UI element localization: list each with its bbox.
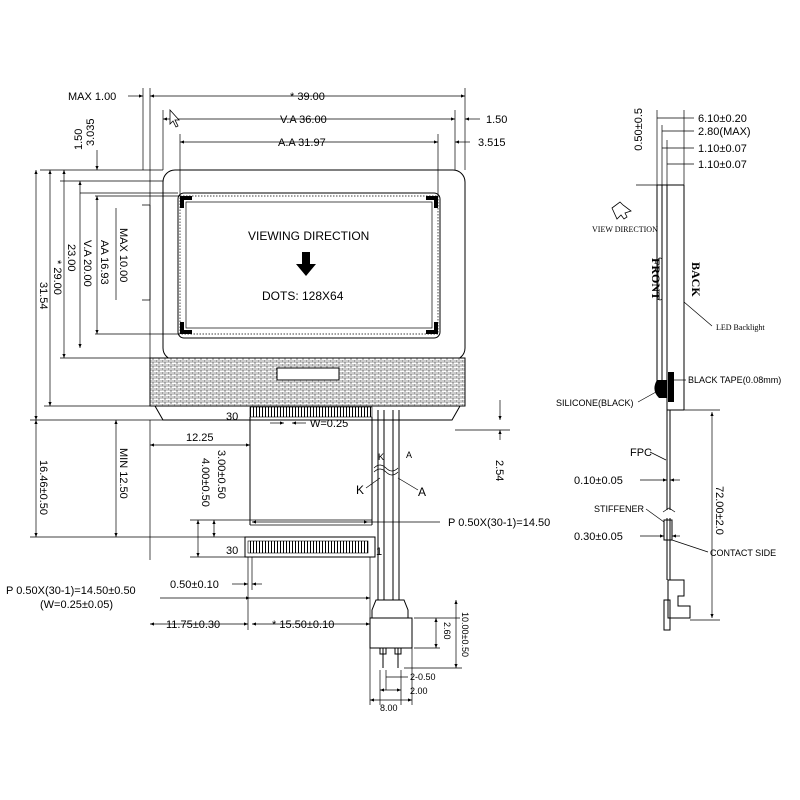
viewing-direction-label: VIEWING DIRECTION xyxy=(248,229,369,243)
label-k: K xyxy=(356,483,364,497)
dim-bracket xyxy=(142,204,151,301)
dim-2-80: 2.80(MAX) xyxy=(698,126,751,138)
dim-2-60: 2.60 xyxy=(442,622,452,640)
leader-k xyxy=(365,477,381,489)
dim-0-30: 0.30±0.05 xyxy=(574,531,623,543)
leader xyxy=(671,539,709,553)
dim-w-note: (W=0.25±0.05) xyxy=(40,599,113,611)
side-connector-pin xyxy=(663,599,671,631)
leader xyxy=(649,451,667,461)
dim-pitch-right: P 0.50X(30-1)=14.50 xyxy=(448,517,550,529)
front-view: VIEWING DIRECTION DOTS: 128X64 MAX 1.00 xyxy=(6,88,550,713)
frame-tab xyxy=(149,357,466,407)
stiffener-side xyxy=(663,519,673,541)
side-view: 6.10±0.20 2.80(MAX) 1.10±0.07 1.10±0.07 … xyxy=(556,108,781,631)
dim-15-50: * 15.50±0.10 xyxy=(272,619,334,631)
viewing-direction-arrow xyxy=(296,252,316,276)
leader xyxy=(645,508,665,523)
led-wire-k xyxy=(377,410,385,600)
fpc-contact-area xyxy=(244,536,376,558)
bottom-frame-band xyxy=(149,357,466,407)
fpc-outline xyxy=(249,417,373,525)
cursor-icon xyxy=(169,108,180,128)
label-black-tape: BLACK TAPE(0.08mm) xyxy=(688,375,781,385)
led-connector xyxy=(371,599,409,619)
dim-pitch-left: P 0.50X(30-1)=14.50±0.50 xyxy=(6,585,136,597)
leader xyxy=(683,301,713,327)
label-k-small: K xyxy=(378,452,384,462)
pin-1-bottom: 1 xyxy=(376,546,382,558)
fpc-side xyxy=(666,410,671,510)
dim-11-75: 11.75±0.30 xyxy=(166,619,220,631)
dim-1-10-a: 1.10±0.07 xyxy=(698,143,747,155)
dim-4-00: 4.00±0.50 xyxy=(199,458,211,507)
fpc-pins-top xyxy=(249,406,373,418)
dim-2-54: 2.54 xyxy=(493,460,505,481)
label-front: FRONT xyxy=(649,258,663,300)
label-back: BACK xyxy=(689,262,703,297)
dim-aa-31-97: A.A 31.97 xyxy=(278,137,326,149)
label-silicone: SILICONE(BLACK) xyxy=(556,398,634,408)
dim-12-25: 12.25 xyxy=(186,432,214,444)
dim-max-10-00: MAX 10.00 xyxy=(117,228,129,282)
dim-w-0-25: W=0.25 xyxy=(310,418,348,430)
dim-10-00: 10.00±0.50 xyxy=(460,612,470,657)
led-wire-a xyxy=(392,410,400,600)
dim-8-00: 8.00 xyxy=(380,703,398,713)
dim-max-1-00: MAX 1.00 xyxy=(68,91,116,103)
dim-0-50: 0.50±0.10 xyxy=(170,579,219,591)
fpc-pins-bottom xyxy=(247,540,369,554)
active-area xyxy=(179,195,439,335)
label-contact-side: CONTACT SIDE xyxy=(710,548,776,558)
inner-glass xyxy=(185,201,433,329)
label-led-backlight: LED Backlight xyxy=(716,323,765,332)
dim-3-515: 3.515 xyxy=(478,137,506,149)
silicone-blob xyxy=(654,380,667,398)
base-plate xyxy=(154,405,461,421)
dim-39-00: * 39.00 xyxy=(290,91,325,103)
bottom-frame-window xyxy=(276,367,340,381)
pin-30-bottom: 30 xyxy=(226,545,238,557)
view-direction-arrow xyxy=(611,201,632,220)
dim-0-10: 0.10±0.05 xyxy=(574,475,623,487)
dim-2-50: 2-0.50 xyxy=(410,672,436,682)
dim-min-12-50: MIN 12.50 xyxy=(117,448,129,499)
dim-29-00: * 29.00 xyxy=(51,260,63,295)
dim-va-36-00: V.A 36.00 xyxy=(280,114,327,126)
dim-1-50-left: 1.50 xyxy=(73,129,85,150)
dim-23-00: 23.00 xyxy=(65,244,77,272)
front-polarizer xyxy=(657,257,663,301)
view-area-frame xyxy=(177,192,441,339)
dim-1-10-b: 1.10±0.07 xyxy=(698,159,747,171)
dots-label: DOTS: 128X64 xyxy=(262,289,344,303)
leader xyxy=(637,391,657,403)
leader-a xyxy=(397,477,419,491)
dim-aa-16-93: AA 16.93 xyxy=(98,240,110,285)
fpc-stiffener-step xyxy=(250,519,372,526)
dim-16-46: 16.46±0.50 xyxy=(37,460,49,515)
fpc-lower xyxy=(666,518,671,580)
dim-3-00: 3.00±0.50 xyxy=(215,450,227,499)
led-connector-housing xyxy=(369,617,413,649)
wire-break xyxy=(373,464,399,476)
dim-31-54: 31.54 xyxy=(37,282,49,310)
label-a-small: A xyxy=(406,450,412,460)
led-connector-pins xyxy=(379,647,402,668)
label-a: A xyxy=(418,485,426,499)
dim-0-50-side: 0.50±0.5 xyxy=(633,108,645,151)
dim-va-20-00: V.A 20.00 xyxy=(81,240,93,287)
label-stiffener: STIFFENER xyxy=(594,504,645,514)
dim-1-50-right: 1.50 xyxy=(486,114,507,126)
side-connector xyxy=(667,579,691,619)
label-view-direction: VIEW DIRECTION xyxy=(592,225,658,234)
fpc-break xyxy=(662,507,676,513)
black-tape xyxy=(668,372,674,402)
dim-6-10: 6.10±0.20 xyxy=(698,113,747,125)
label-fpc: FPC xyxy=(630,447,652,459)
dim-3-035: 3.035 xyxy=(85,118,97,146)
dim-72-00: 72.00±2.0 xyxy=(713,486,725,535)
dim-2-00: 2.00 xyxy=(410,686,428,696)
pin-30-top: 30 xyxy=(226,411,238,423)
